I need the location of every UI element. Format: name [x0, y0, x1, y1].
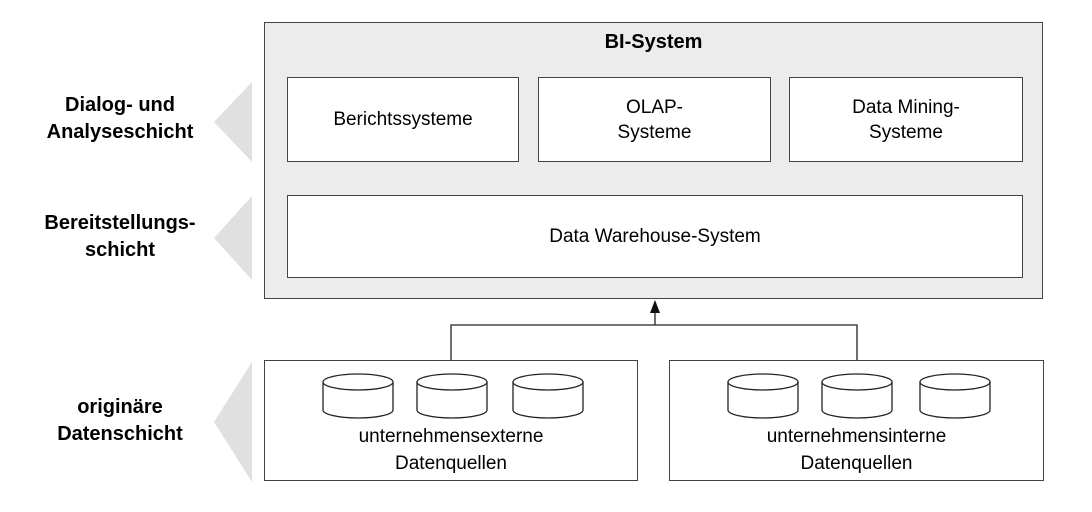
- bi-system-container: BI-System Berichtssysteme OLAP- Systeme …: [264, 22, 1043, 299]
- bi-system-title: BI-System: [604, 31, 703, 53]
- connector-line: [450, 324, 858, 360]
- connector-arrowhead: [650, 300, 660, 313]
- layer-label-dialog-line2: Analyseschicht: [46, 121, 194, 143]
- layer-label-provision-line2: schicht: [84, 239, 156, 261]
- database-icon: [416, 373, 488, 419]
- internal-sources-label: unternehmensinterne Datenquellen: [670, 423, 1043, 477]
- layer-arrow-provision: [214, 196, 252, 280]
- internal-sources-box: unternehmensinterne Datenquellen: [669, 360, 1044, 481]
- layer-label-data: originäre Datenschicht: [20, 394, 220, 448]
- layer-label-provision: Bereitstellungs- schicht: [20, 210, 220, 264]
- database-icon: [512, 373, 584, 419]
- reporting-systems-label: Berichtssysteme: [333, 109, 473, 130]
- layer-arrow-dialog: [214, 82, 252, 162]
- layer-label-dialog: Dialog- und Analyseschicht: [20, 92, 220, 146]
- olap-systems-label-line1: OLAP-: [625, 96, 684, 118]
- database-icon: [919, 373, 991, 419]
- layer-label-provision-line1: Bereitstellungs-: [44, 212, 196, 234]
- layer-arrow-data: [214, 362, 252, 482]
- layer-label-data-line1: originäre: [77, 396, 163, 418]
- database-icon: [727, 373, 799, 419]
- data-mining-systems-box: Data Mining- Systeme: [789, 77, 1023, 162]
- layer-label-dialog-line1: Dialog- und: [65, 94, 175, 116]
- olap-systems-box: OLAP- Systeme: [538, 77, 771, 162]
- data-mining-systems-label-line1: Data Mining-: [852, 96, 960, 118]
- internal-sources-label-line1: unternehmensinterne: [766, 426, 947, 447]
- external-sources-label-line1: unternehmensexterne: [358, 426, 544, 447]
- olap-systems-label-line2: Systeme: [617, 121, 692, 143]
- database-icon: [322, 373, 394, 419]
- external-sources-label: unternehmensexterne Datenquellen: [265, 423, 637, 477]
- reporting-systems-box: Berichtssysteme: [287, 77, 519, 162]
- data-mining-systems-label-line2: Systeme: [869, 121, 943, 143]
- database-icon: [821, 373, 893, 419]
- internal-sources-label-line2: Datenquellen: [800, 453, 913, 474]
- layer-label-data-line2: Datenschicht: [57, 423, 183, 445]
- external-sources-box: unternehmensexterne Datenquellen: [264, 360, 638, 481]
- external-sources-label-line2: Datenquellen: [395, 453, 507, 474]
- data-warehouse-system-label: Data Warehouse-System: [549, 226, 761, 247]
- data-warehouse-system-box: Data Warehouse-System: [287, 195, 1023, 278]
